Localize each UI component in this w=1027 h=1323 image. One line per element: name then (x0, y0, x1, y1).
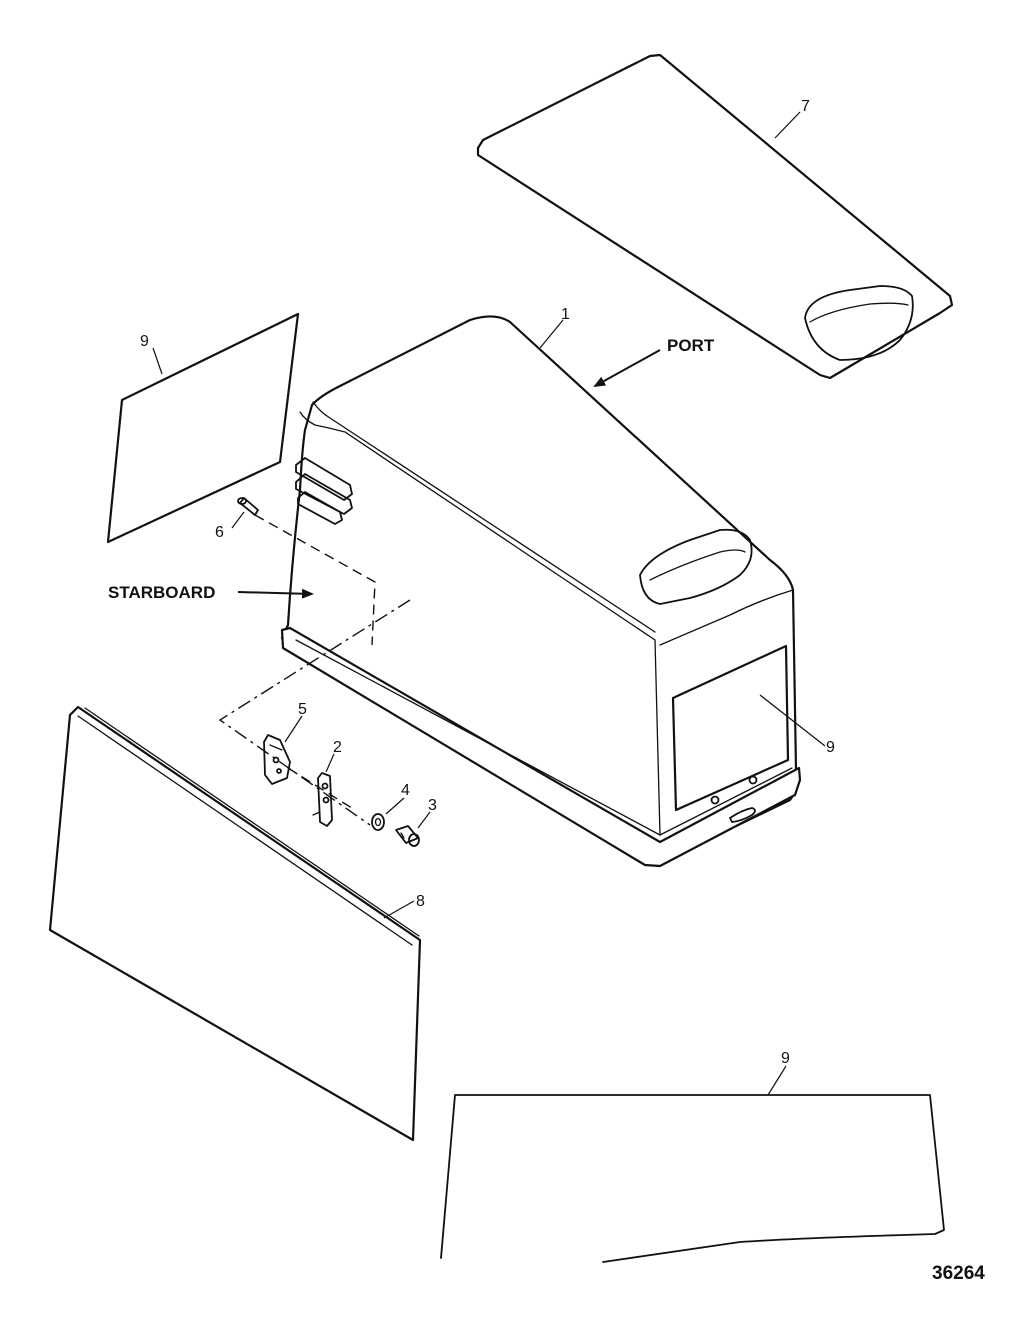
washer-part-4 (371, 813, 385, 831)
bracket-part-2 (312, 772, 333, 827)
callout-4: 4 (401, 782, 410, 799)
decal-left-part-9 (106, 312, 300, 544)
starboard-direction-indicator: STARBOARD (108, 583, 314, 602)
callout-9-rear: 9 (826, 739, 835, 756)
callout-6: 6 (215, 524, 224, 541)
screw-part-3 (395, 825, 420, 847)
engine-cowl-part-1 (280, 315, 802, 868)
callout-2: 2 (333, 739, 342, 756)
figure-number: 36264 (932, 1263, 985, 1284)
front-vent-louvers (295, 457, 353, 525)
pin-part-6 (237, 497, 259, 516)
assembly-lines (218, 514, 411, 826)
callout-7: 7 (801, 98, 810, 115)
callout-numbers: 1 7 9 6 5 2 4 3 9 8 9 (140, 98, 835, 1067)
hardware-parts (237, 497, 420, 847)
latch-part-5 (263, 734, 291, 785)
starboard-label: STARBOARD (108, 583, 215, 602)
decal-bottom-part-9 (440, 1094, 945, 1263)
port-direction-indicator: PORT (593, 336, 715, 387)
callout-8: 8 (416, 893, 425, 910)
callout-5: 5 (298, 701, 307, 718)
top-decal-part-7 (476, 53, 954, 380)
callout-1: 1 (561, 306, 570, 323)
side-decal-part-8 (48, 705, 422, 1142)
callout-3: 3 (428, 797, 437, 814)
port-label: PORT (667, 336, 715, 355)
callout-leaders (152, 111, 826, 1096)
callout-9-left: 9 (140, 333, 149, 350)
callout-9-bottom: 9 (781, 1050, 790, 1067)
